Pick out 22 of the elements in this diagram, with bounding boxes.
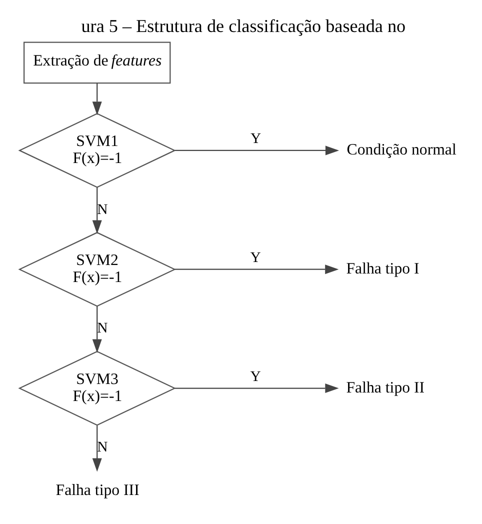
node-diamond: SVM1 F(x)=-1 <box>18 113 176 188</box>
arrow <box>174 146 339 156</box>
edge-label: N <box>96 320 108 337</box>
node-text: Falha tipo III <box>55 482 139 499</box>
arrow <box>92 188 102 234</box>
edge-label: Y <box>250 368 260 385</box>
arrow <box>92 306 102 353</box>
node-box: Extração de features <box>23 42 170 84</box>
edge-label: N <box>96 440 108 456</box>
node-text: Condição normal <box>346 142 456 159</box>
arrow <box>92 83 102 116</box>
arrow <box>174 264 338 274</box>
edge-label: Y <box>250 250 260 266</box>
node-diamond: SVM2 F(x)=-1 <box>18 232 176 307</box>
edge-label: N <box>96 202 108 218</box>
arrow <box>92 426 102 472</box>
edge-label: Y <box>250 130 261 147</box>
node-diamond: SVM3 F(x)=-1 <box>18 350 176 426</box>
arrow <box>174 384 338 394</box>
node-text: Falha tipo I <box>346 260 419 278</box>
diagram-title: ura 5 – Estrutura de classificação baseada no <box>80 16 406 36</box>
node-text: Falha tipo II <box>346 379 424 396</box>
